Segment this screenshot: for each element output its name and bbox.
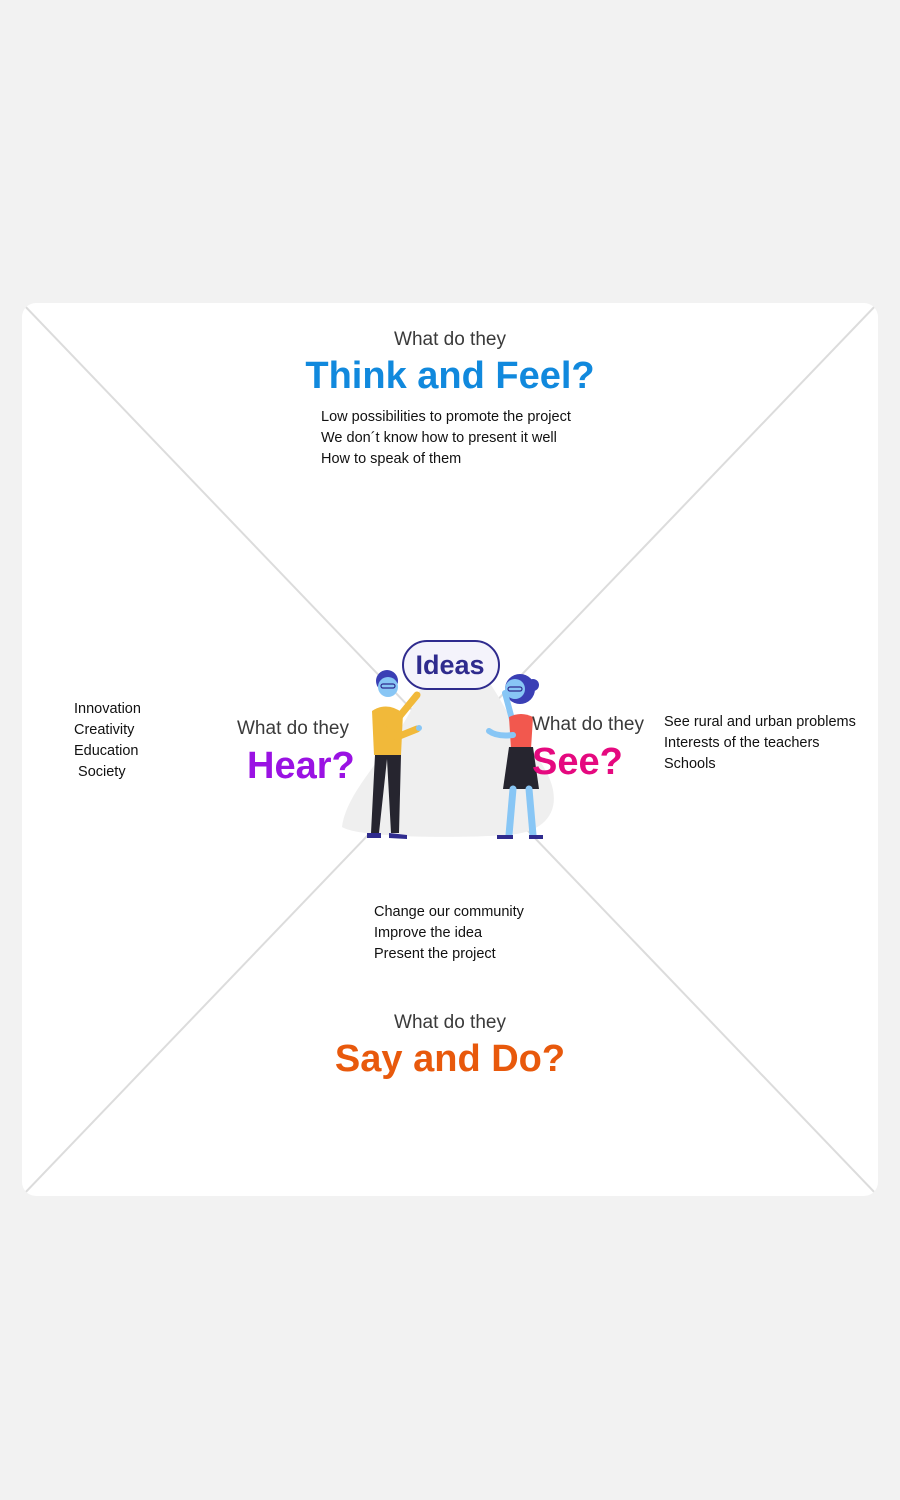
think-feel-prefix: What do they	[394, 329, 506, 350]
list-item: Creativity	[74, 722, 135, 738]
see-list: See rural and urban problems Interests o…	[664, 712, 856, 775]
list-item: Low possibilities to promote the project	[321, 409, 571, 425]
hear-prefix: What do they	[237, 718, 349, 739]
list-item: We don´t know how to present it well	[321, 430, 557, 446]
see-prefix: What do they	[532, 714, 644, 735]
say-do-title: Say and Do?	[334, 1038, 566, 1080]
list-item: Improve the idea	[374, 925, 483, 941]
list-item: Education	[74, 743, 139, 759]
list-item: Innovation	[74, 701, 141, 717]
two-people-holding-ideas-sign-icon	[342, 640, 554, 839]
see-title: See?	[532, 741, 623, 783]
think-feel-title: Think and Feel?	[305, 355, 595, 397]
list-item: Change our community	[374, 904, 524, 920]
list-item: Society	[74, 764, 126, 780]
list-item: Interests of the teachers	[664, 735, 820, 751]
list-item: Present the project	[374, 946, 496, 962]
empathy-map-board: What do they Think and Feel? Low possibi…	[22, 303, 878, 1196]
think-feel-list: Low possibilities to promote the project…	[321, 407, 571, 470]
list-item: Schools	[664, 756, 716, 772]
hear-list: Innovation Creativity Education Society	[74, 699, 141, 783]
list-item: How to speak of them	[321, 451, 462, 467]
list-item: See rural and urban problems	[664, 714, 856, 730]
say-do-prefix: What do they	[394, 1012, 506, 1033]
say-do-list: Change our community Improve the idea Pr…	[374, 902, 524, 965]
ideas-sign-text: Ideas	[415, 650, 485, 680]
hear-title: Hear?	[247, 745, 355, 787]
